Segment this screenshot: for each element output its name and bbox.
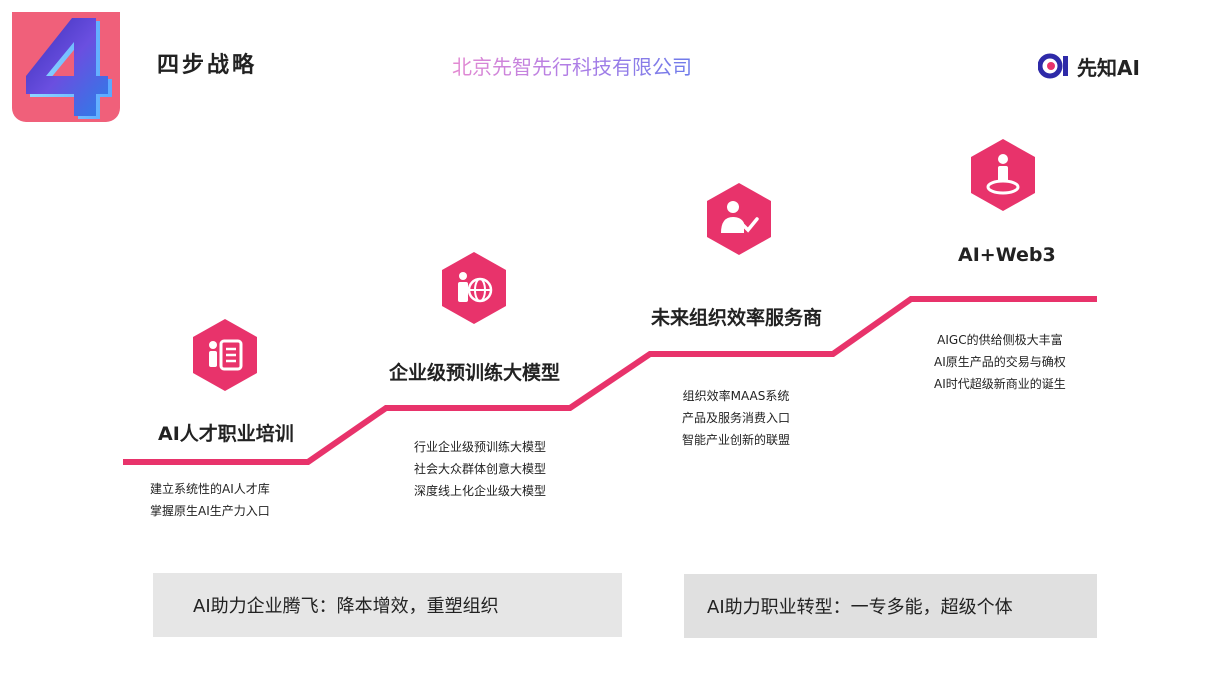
step-2-title: 企业级预训练大模型 [389,362,561,384]
step-4-item: AI原生产品的交易与确权 [934,355,1066,369]
step-4-item: AI时代超级新商业的诞生 [934,377,1066,391]
step-2-item: 社会大众群体创意大模型 [414,462,547,476]
logo-text: 先知AI [1077,55,1140,80]
number-four-graphic [26,18,112,119]
summary-text: AI助力企业腾飞：降本增效，重塑组织 [193,596,499,617]
company-name: 北京先智先行科技有限公司 [452,51,692,80]
step-1-list: 建立系统性的AI人才库 掌握原生AI生产力入口 [150,478,270,522]
step-2-list: 行业企业级预训练大模型 社会大众群体创意大模型 深度线上化企业级大模型 [414,436,546,502]
step-3-item: 产品及服务消费入口 [682,411,791,425]
step-3-item: 智能产业创新的联盟 [682,433,791,447]
step-4-title: AI+Web3 [958,244,1056,266]
person-document-icon [193,319,257,391]
step-1-item: 建立系统性的AI人才库 [150,482,270,496]
page-title: 四步战略 [157,53,258,78]
person-check-icon [707,183,771,255]
xianzhi-logo-icon [1038,53,1068,79]
step-3-title: 未来组织效率服务商 [651,307,823,329]
step-4-item: AIGC的供给侧极大丰富 [937,333,1063,347]
summary-box-enterprise: AI助力企业腾飞：降本增效，重塑组织 [153,573,622,637]
step-3-list: 组织效率MAAS系统 产品及服务消费入口 智能产业创新的联盟 [682,385,790,451]
step-1-title: AI人才职业培训 [158,423,294,445]
summary-text: AI助力职业转型：一专多能，超级个体 [707,597,1013,618]
step-1-item: 掌握原生AI生产力入口 [150,504,270,518]
person-platform-icon [971,139,1035,211]
step-number-badge [12,12,120,122]
step-2-item: 行业企业级预训练大模型 [414,440,547,454]
person-globe-icon [442,252,506,324]
summary-box-career: AI助力职业转型：一专多能，超级个体 [684,574,1097,638]
step-2-item: 深度线上化企业级大模型 [414,484,547,498]
brand-logo: 先知AI [1038,52,1140,80]
step-3-item: 组织效率MAAS系统 [682,389,790,403]
step-4-list: AIGC的供给侧极大丰富 AI原生产品的交易与确权 AI时代超级新商业的诞生 [934,329,1066,395]
